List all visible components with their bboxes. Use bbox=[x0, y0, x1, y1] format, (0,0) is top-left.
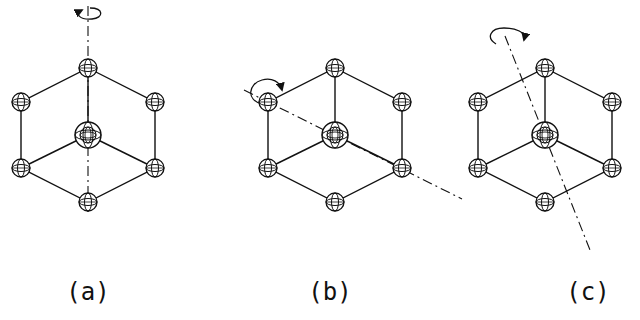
rotation-axis bbox=[78, 6, 100, 212]
crystal-projection bbox=[12, 59, 164, 211]
panel-label: (b) bbox=[308, 280, 351, 304]
crystal-projection bbox=[259, 59, 411, 211]
panel-label: (a) bbox=[66, 280, 109, 304]
panel-label: (c) bbox=[566, 280, 609, 304]
crystal-projection bbox=[469, 59, 621, 211]
